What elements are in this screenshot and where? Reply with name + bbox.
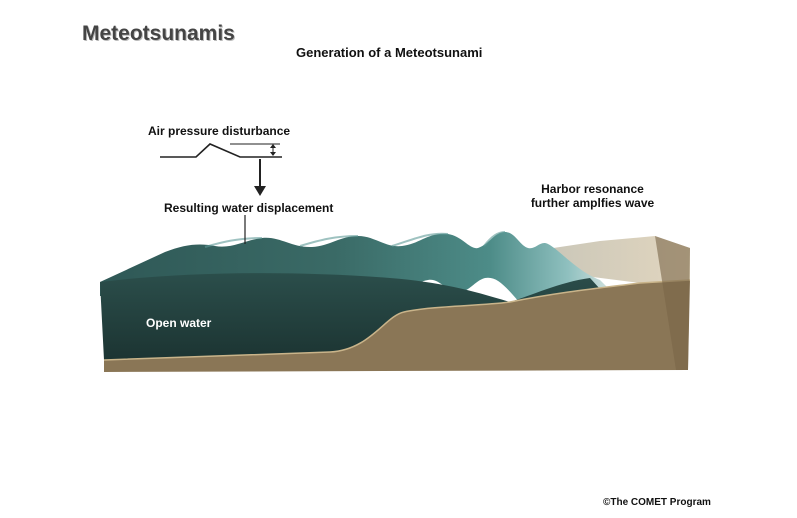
harbor-label-line-2: further amplfies wave (530, 196, 655, 210)
copyright-credit: ©The COMET Program (603, 497, 711, 508)
diagram-title: Generation of a Meteotsunami (296, 45, 483, 60)
open-water-cross-section (100, 273, 610, 360)
water-displacement-label: Resulting water displacement (164, 201, 334, 215)
seabed-profile (104, 280, 690, 372)
pressure-disturbance-label: Air pressure disturbance (148, 124, 291, 138)
wave-crest-highlights (204, 231, 506, 248)
seabed-right-face (655, 236, 690, 370)
down-arrow-icon (254, 159, 266, 196)
harbor-resonance-label: Harbor resonance further amplfies wave (520, 182, 665, 210)
harbor-label-line-1: Harbor resonance (541, 182, 644, 196)
open-water-label: Open water (146, 316, 212, 330)
pressure-profile-graphic (160, 143, 282, 158)
page-title: Meteotsunamis (82, 22, 235, 45)
seabed-edge-line (103, 279, 691, 361)
